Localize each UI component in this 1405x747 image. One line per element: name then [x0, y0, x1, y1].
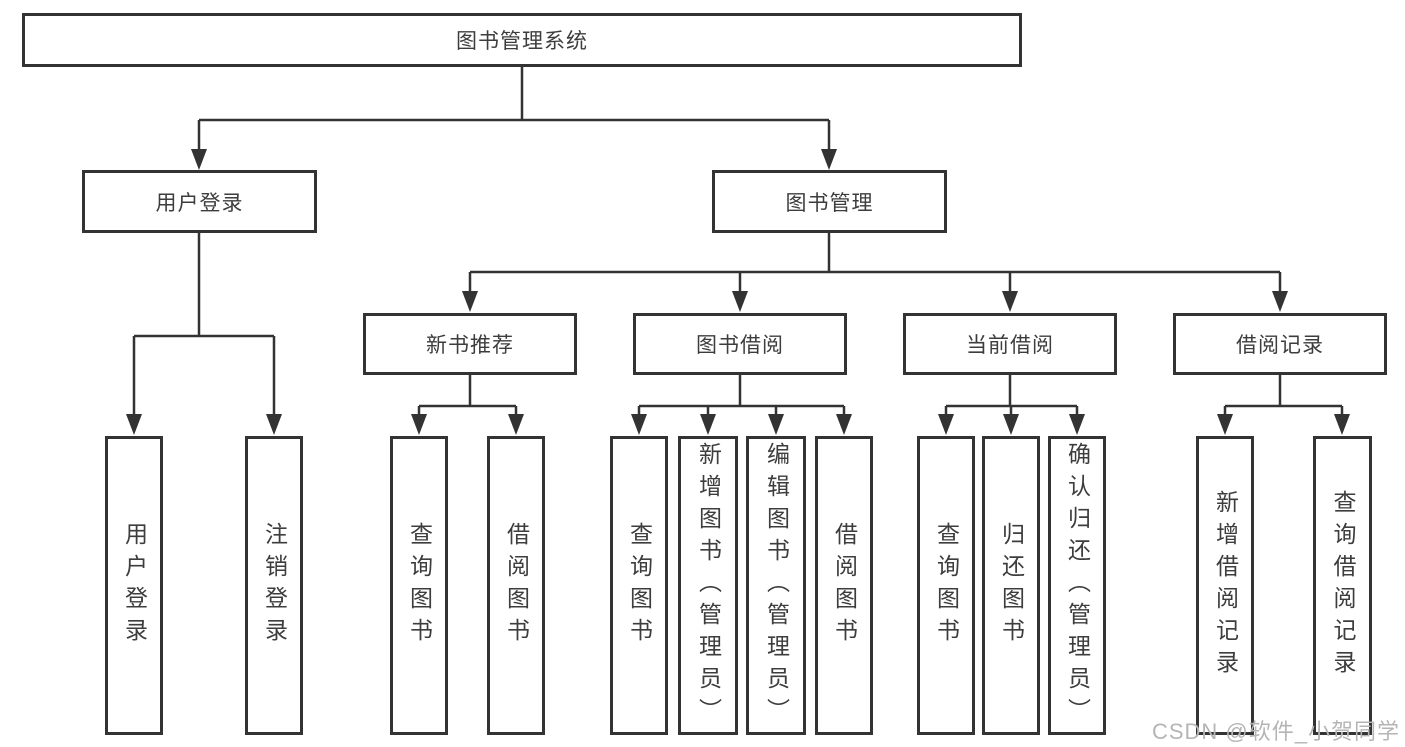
leaf-query-books-recommend: 查询图书 — [390, 436, 448, 735]
leaf-borrow-books-recommend: 借阅图书 — [487, 436, 545, 735]
leaf-query-borrow-record: 查询借阅记录 — [1313, 436, 1372, 735]
leaf-logout: 注销登录 — [245, 436, 303, 735]
node-borrowing-records: 借阅记录 — [1173, 313, 1387, 375]
leaf-confirm-return-admin: 确认归还（管理员） — [1048, 436, 1106, 735]
node-label: 新书推荐 — [426, 334, 514, 357]
node-label: 用户登录 — [155, 191, 244, 215]
node-label: 借阅图书 — [503, 521, 530, 650]
leaf-edit-book-admin: 编辑图书（管理员） — [746, 436, 806, 735]
node-current-borrowing: 当前借阅 — [903, 313, 1117, 375]
node-label: 查询图书 — [406, 521, 433, 650]
node-label: 当前借阅 — [966, 334, 1054, 357]
node-book-borrowing: 图书借阅 — [633, 313, 847, 375]
node-label: 新增图书（管理员） — [695, 441, 722, 730]
csdn-watermark: CSDN @软件_小贺同学 — [1151, 719, 1400, 744]
leaf-user-login: 用户登录 — [105, 436, 163, 735]
node-label: 注销登录 — [261, 521, 288, 650]
node-label: 确认归还（管理员） — [1064, 441, 1091, 730]
leaf-add-book-admin: 新增图书（管理员） — [678, 436, 738, 735]
node-user-login: 用户登录 — [82, 170, 317, 233]
node-library-management-system: 图书管理系统 — [22, 13, 1022, 67]
node-label: 用户登录 — [121, 521, 148, 650]
leaf-query-books-current: 查询图书 — [917, 436, 975, 735]
node-label: 图书管理 — [785, 191, 874, 215]
node-label: 归还图书 — [998, 521, 1025, 650]
node-new-book-recommendation: 新书推荐 — [363, 313, 577, 375]
node-label: 查询借阅记录 — [1330, 489, 1356, 682]
node-label: 借阅图书 — [831, 521, 858, 650]
node-label: 编辑图书（管理员） — [763, 441, 790, 730]
node-label: 查询图书 — [933, 521, 960, 650]
leaf-borrow-books: 借阅图书 — [815, 436, 873, 735]
leaf-query-books-borrow: 查询图书 — [610, 436, 668, 735]
node-book-management: 图书管理 — [712, 170, 947, 233]
node-label: 新增借阅记录 — [1212, 489, 1239, 682]
arrowheads — [126, 149, 1350, 435]
node-label: 图书管理系统 — [456, 30, 588, 53]
leaf-add-borrow-record: 新增借阅记录 — [1196, 436, 1254, 735]
node-label: 图书借阅 — [696, 334, 784, 357]
leaf-return-books: 归还图书 — [982, 436, 1040, 735]
node-label: 查询图书 — [626, 521, 653, 650]
node-label: 借阅记录 — [1236, 334, 1324, 357]
